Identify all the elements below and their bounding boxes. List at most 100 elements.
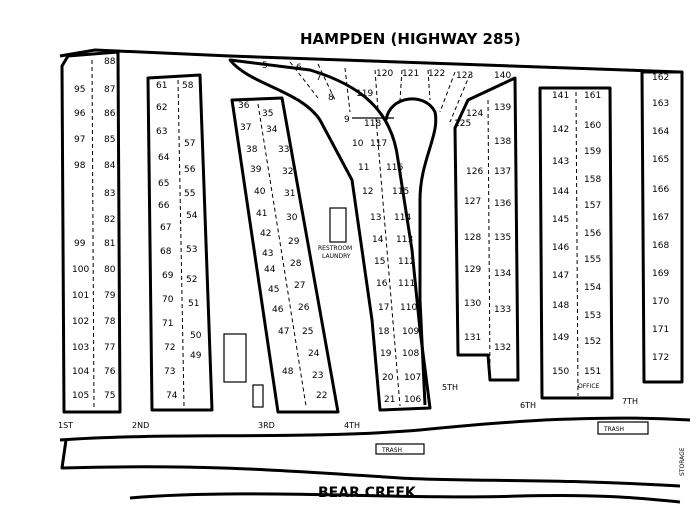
lot-26: 26 bbox=[298, 303, 310, 313]
block-2 bbox=[146, 73, 214, 412]
lot-38: 38 bbox=[246, 145, 258, 155]
lot-82: 82 bbox=[104, 215, 115, 225]
lot-170: 170 bbox=[652, 297, 669, 307]
lot-28: 28 bbox=[290, 259, 302, 269]
block-top-curve bbox=[228, 58, 432, 412]
trash-left-label: TRASH bbox=[381, 447, 402, 454]
lot-126: 126 bbox=[466, 167, 483, 177]
lot-32: 32 bbox=[282, 167, 293, 177]
lot-57: 57 bbox=[184, 139, 195, 149]
lot-156: 156 bbox=[584, 229, 601, 239]
street-7: 7TH bbox=[622, 397, 638, 406]
trash-right bbox=[597, 421, 649, 435]
lot-78: 78 bbox=[104, 317, 116, 327]
lot-46: 46 bbox=[272, 305, 284, 315]
lot-112: 112 bbox=[398, 257, 415, 267]
lot-146: 146 bbox=[552, 243, 569, 253]
lot-30: 30 bbox=[286, 213, 298, 223]
lot-37: 37 bbox=[240, 123, 251, 133]
lot-124: 124 bbox=[466, 109, 483, 119]
lot-99: 99 bbox=[74, 239, 86, 249]
lot-74: 74 bbox=[166, 391, 178, 401]
lot-10: 10 bbox=[352, 139, 364, 149]
street-1: 1ST bbox=[58, 421, 73, 430]
lot-58: 58 bbox=[182, 81, 194, 91]
lot-71: 71 bbox=[162, 319, 173, 329]
lot-41: 41 bbox=[256, 209, 267, 219]
lot-151: 151 bbox=[584, 367, 601, 377]
lot-31: 31 bbox=[284, 189, 295, 199]
lot-87: 87 bbox=[104, 85, 115, 95]
lot-135: 135 bbox=[494, 233, 511, 243]
lot-76: 76 bbox=[104, 367, 116, 377]
radial-dividers bbox=[289, 61, 471, 123]
lot-116: 116 bbox=[386, 163, 403, 173]
lot-56: 56 bbox=[184, 165, 196, 175]
lot-83: 83 bbox=[104, 189, 115, 199]
lot-9: 9 bbox=[344, 115, 350, 125]
lot-129: 129 bbox=[464, 265, 481, 275]
lot-106: 106 bbox=[404, 395, 421, 405]
lot-62: 62 bbox=[156, 103, 167, 113]
lot-15: 15 bbox=[374, 257, 385, 267]
lot-130: 130 bbox=[464, 299, 481, 309]
lot-52: 52 bbox=[186, 275, 197, 285]
lot-100: 100 bbox=[72, 265, 89, 275]
lot-7: 7 bbox=[316, 73, 322, 83]
creek-bottom bbox=[129, 492, 681, 504]
lot-14: 14 bbox=[372, 235, 384, 245]
lot-134: 134 bbox=[494, 269, 511, 279]
lot-19: 19 bbox=[380, 349, 392, 359]
lot-163: 163 bbox=[652, 99, 669, 109]
lot-139: 139 bbox=[494, 103, 511, 113]
lot-47: 47 bbox=[278, 327, 289, 337]
lot-142: 142 bbox=[552, 125, 569, 135]
creek-bank bbox=[60, 439, 681, 488]
block-1 bbox=[60, 50, 122, 414]
lot-131: 131 bbox=[464, 333, 481, 343]
lot-160: 160 bbox=[584, 121, 601, 131]
street-3: 3RD bbox=[258, 421, 275, 430]
lot-63: 63 bbox=[156, 127, 167, 137]
restroom-building bbox=[329, 207, 347, 243]
lot-149: 149 bbox=[552, 333, 569, 343]
lot-143: 143 bbox=[552, 157, 569, 167]
lot-88: 88 bbox=[104, 57, 116, 67]
teardrop-island bbox=[384, 97, 438, 406]
street-4: 4TH bbox=[344, 421, 360, 430]
lot-55: 55 bbox=[184, 189, 195, 199]
lot-172: 172 bbox=[652, 353, 669, 363]
lot-84: 84 bbox=[104, 161, 116, 171]
lot-157: 157 bbox=[584, 201, 601, 211]
lot-167: 167 bbox=[652, 213, 669, 223]
lot-42: 42 bbox=[260, 229, 271, 239]
lot-105: 105 bbox=[72, 391, 89, 401]
lot-79: 79 bbox=[104, 291, 116, 301]
lot-24: 24 bbox=[308, 349, 320, 359]
lot-123: 123 bbox=[456, 71, 473, 81]
lot-labels: 5 6 7 8 9 10 11 12 13 14 15 16 17 18 19 … bbox=[72, 57, 669, 405]
lot-153: 153 bbox=[584, 311, 601, 321]
lot-53: 53 bbox=[186, 245, 197, 255]
office-label: OFFICE bbox=[578, 383, 600, 390]
lot-113: 113 bbox=[396, 235, 413, 245]
restroom-label: RESTROOM bbox=[318, 245, 352, 252]
lot-75: 75 bbox=[104, 391, 115, 401]
lot-148: 148 bbox=[552, 301, 569, 311]
trash-left bbox=[375, 443, 425, 455]
lot-12: 12 bbox=[362, 187, 373, 197]
lot-158: 158 bbox=[584, 175, 601, 185]
block-3 bbox=[230, 96, 340, 414]
lot-45: 45 bbox=[268, 285, 279, 295]
creek-road bbox=[59, 416, 691, 442]
block-5 bbox=[453, 76, 520, 382]
lot-97: 97 bbox=[74, 135, 85, 145]
street-2: 2ND bbox=[132, 421, 149, 430]
lot-67: 67 bbox=[160, 223, 171, 233]
highway-boundary bbox=[59, 48, 681, 74]
lot-66: 66 bbox=[158, 201, 170, 211]
lot-162: 162 bbox=[652, 73, 669, 83]
lot-133: 133 bbox=[494, 305, 511, 315]
lot-22: 22 bbox=[316, 391, 327, 401]
